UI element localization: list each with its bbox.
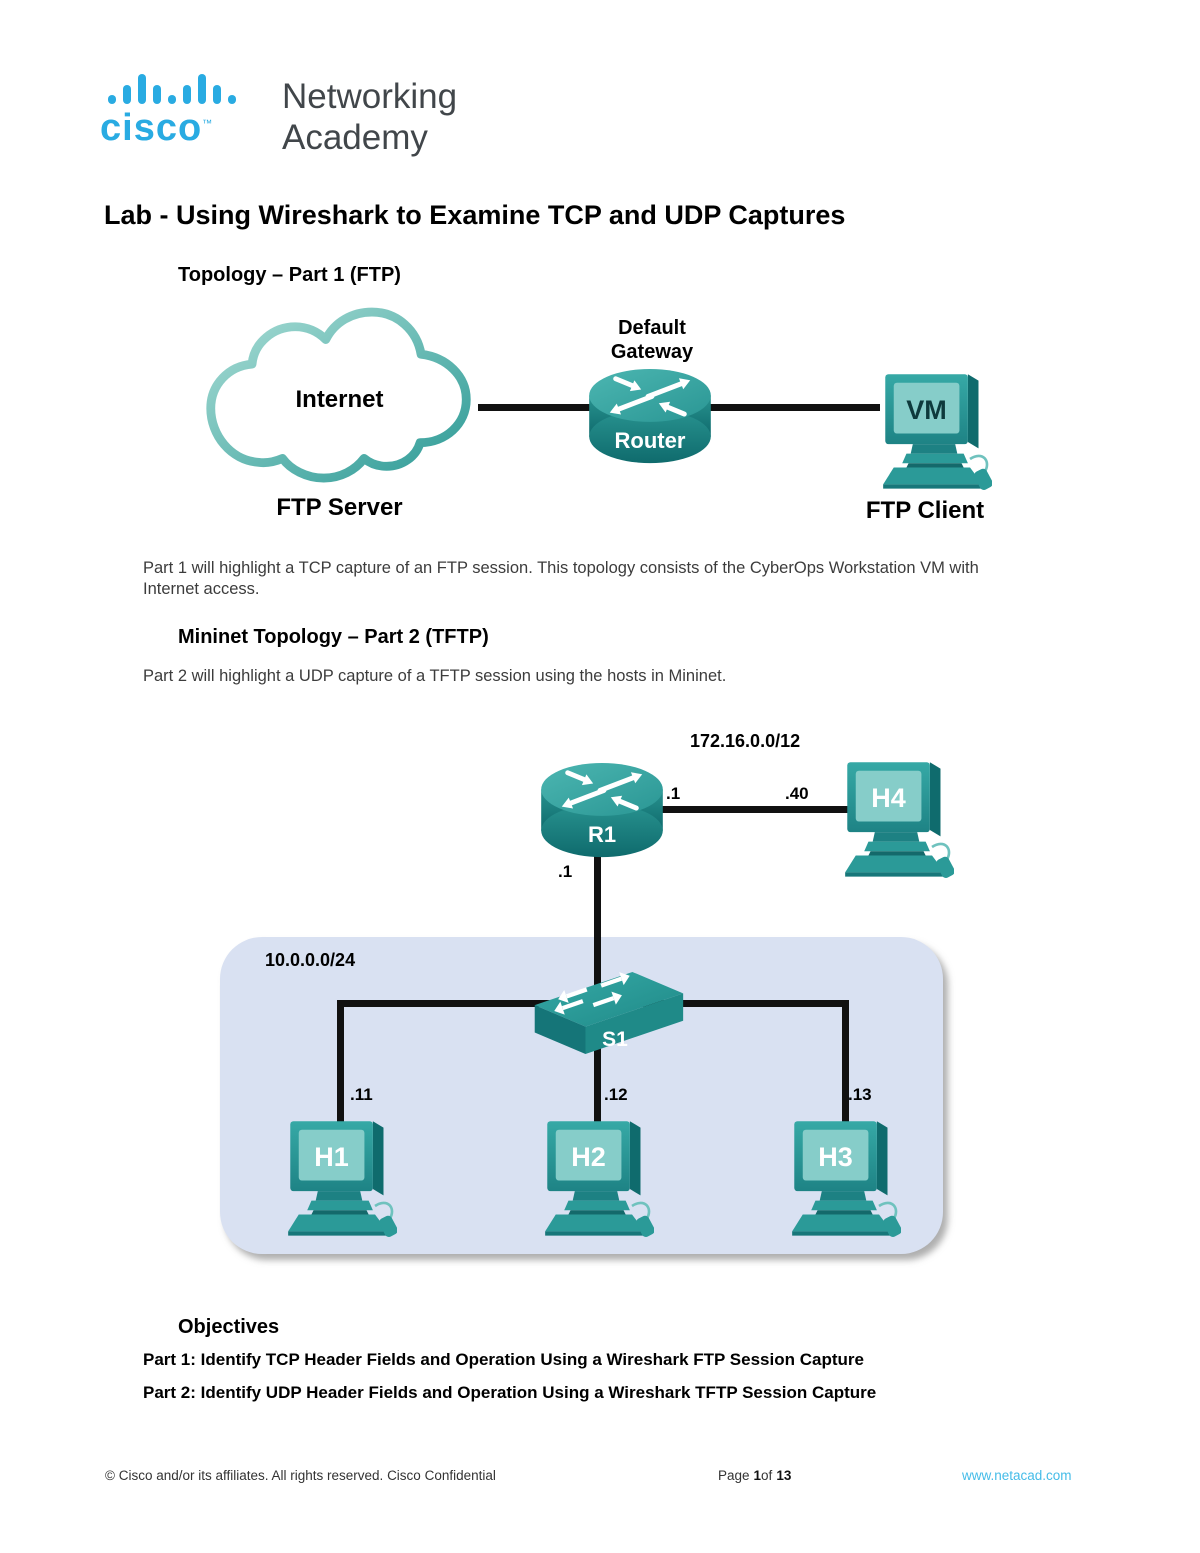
cisco-logo: cisco™ [100, 74, 236, 147]
objective-part2: Part 2: Identify UDP Header Fields and O… [143, 1383, 877, 1402]
h3-label: H3 [818, 1142, 853, 1172]
h4-ip-label: .40 [785, 784, 809, 803]
computer-icon [876, 370, 992, 495]
cisco-wordmark: cisco [100, 107, 203, 149]
r1-label: R1 [587, 822, 617, 847]
link-r1-s1 [594, 856, 601, 1010]
ftp-client-caption: FTP Client [865, 497, 985, 524]
host-h1: H1 [281, 1117, 397, 1242]
part2-description: Part 2 will highlight a UDP capture of a… [143, 667, 727, 685]
link-cloud-router [478, 404, 593, 411]
cloud-label: Internet [295, 386, 384, 413]
trademark-symbol: ™ [202, 118, 214, 130]
wan-subnet-label: 172.16.0.0/12 [690, 731, 801, 751]
cisco-bridge-icon [100, 74, 236, 104]
h3-ip-label: .13 [848, 1085, 872, 1104]
footer-copyright: © Cisco and/or its affiliates. All right… [105, 1468, 496, 1483]
h1-ip-label: .11 [350, 1085, 373, 1104]
switch-s1: S1 [523, 962, 689, 1060]
r1-wan-ip-label: .1 [666, 784, 681, 803]
networking-academy-logo-text: Networking Academy [282, 76, 457, 158]
router-r1: R1 [538, 760, 666, 862]
page-total: 13 [776, 1468, 792, 1483]
host-h2: H2 [538, 1117, 654, 1242]
page-number: 1 [753, 1468, 762, 1483]
topology-part1-heading: Topology – Part 1 (FTP) [178, 264, 401, 286]
ftp-server-caption: FTP Server [276, 494, 403, 521]
objective-part1: Part 1: Identify TCP Header Fields and O… [143, 1350, 864, 1369]
link-r1-h4 [660, 806, 872, 813]
computer-icon [785, 1117, 901, 1242]
vm-label: VM [906, 395, 947, 425]
link-s1-h2 [594, 1030, 601, 1122]
host-h4: H4 [838, 758, 954, 883]
lan-subnet-label: 10.0.0.0/24 [265, 950, 356, 970]
link-router-vm [710, 404, 880, 411]
h2-ip-label: .12 [604, 1085, 628, 1104]
default-gateway-label: Default Gateway [610, 317, 694, 363]
computer-icon [538, 1117, 654, 1242]
s1-label: S1 [602, 1028, 628, 1051]
link-s1-h1 [337, 1000, 344, 1122]
router-label: Router [614, 428, 686, 453]
h2-label: H2 [571, 1142, 606, 1172]
gateway-router: Router [586, 366, 714, 468]
objectives-heading: Objectives [178, 1316, 280, 1338]
logo-text-line1: Networking [282, 77, 458, 116]
topology-part2-heading: Mininet Topology – Part 2 (TFTP) [178, 626, 489, 648]
computer-icon [281, 1117, 397, 1242]
logo-text-line2: Academy [282, 118, 428, 157]
document-title: Lab - Using Wireshark to Examine TCP and… [104, 200, 846, 230]
r1-lan-ip-label: .1 [558, 862, 573, 881]
computer-icon [838, 758, 954, 883]
h1-label: H1 [314, 1142, 349, 1172]
part1-description: Part 1 will highlight a TCP capture of a… [143, 559, 979, 598]
netacad-link[interactable]: www.netacad.com [962, 1468, 1072, 1483]
host-h3: H3 [785, 1117, 901, 1242]
h4-label: H4 [871, 783, 906, 813]
vm-workstation: VM [876, 370, 992, 495]
link-s1-h3 [842, 1000, 849, 1122]
